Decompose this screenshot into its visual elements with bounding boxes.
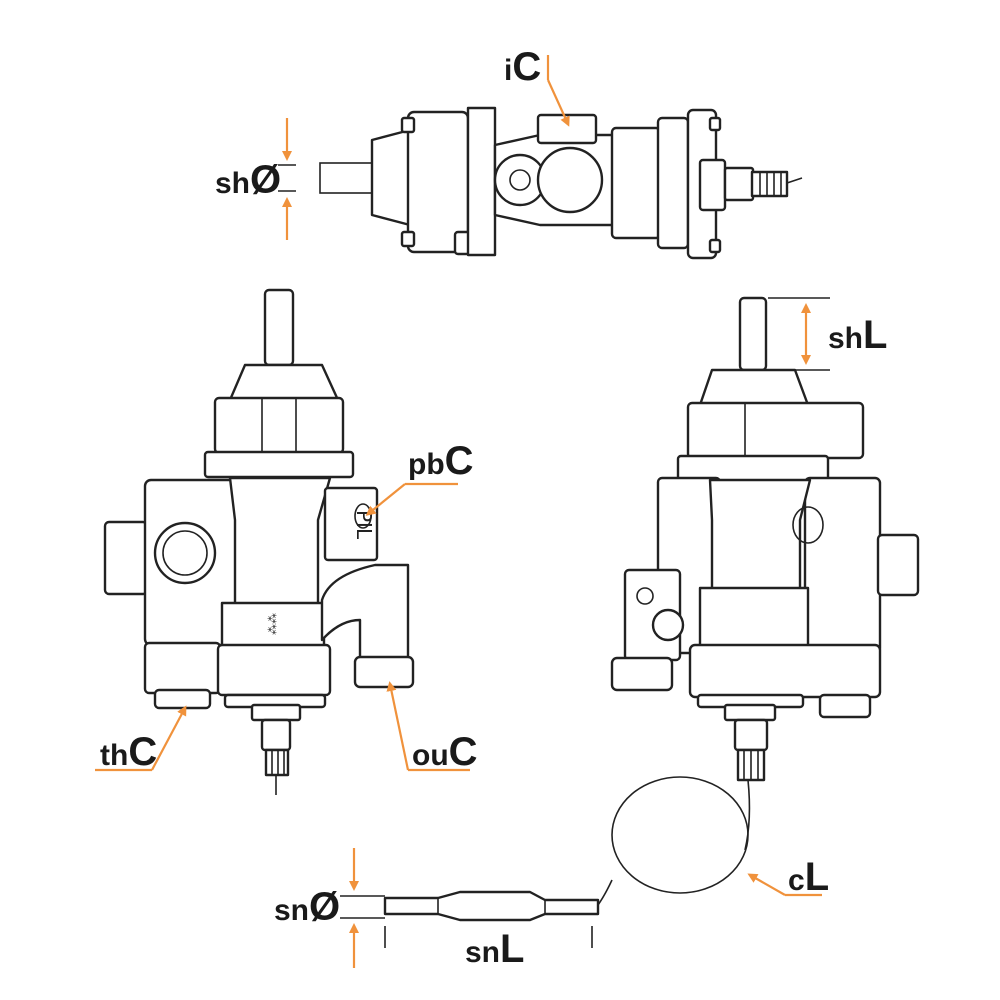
capillary-length-callout: cL — [747, 855, 829, 899]
front-view-outlet-elbow — [320, 563, 410, 662]
outlet-nut — [353, 655, 415, 689]
capillary-length-label: cL — [788, 855, 829, 899]
outlet-connection-label: ouC — [412, 730, 478, 774]
svg-text:⁂⁂: ⁂⁂ — [266, 613, 279, 635]
top-view-inlet-boss — [536, 113, 598, 145]
side-view-valve — [610, 296, 920, 782]
sensor-length-dimension: snL — [384, 926, 593, 971]
side-view-shaft — [738, 296, 768, 372]
side-view-mid-band — [698, 586, 810, 650]
capillary-and-sensor — [383, 776, 751, 922]
sensor-bulb — [383, 890, 600, 922]
front-view-shaft — [263, 288, 295, 367]
sensor-length-label: snL — [465, 927, 524, 971]
pilot-boss — [323, 486, 379, 562]
shaft-diameter-label: shØ — [215, 158, 281, 202]
inlet-connection-callout: iC — [504, 45, 570, 127]
top-view-valve — [319, 106, 803, 260]
top-view-left-cap — [370, 128, 412, 227]
shaft-length-label: shL — [828, 313, 887, 357]
thermocouple-connection-label: thC — [100, 730, 157, 774]
top-view-shaft — [319, 162, 373, 194]
pilot-burner-connection-label: pbC — [408, 439, 474, 483]
shaft-length-dimension: shL — [768, 297, 887, 371]
capillary-coil — [611, 776, 749, 894]
sensor-diameter-label: snØ — [274, 885, 340, 929]
side-view-top-cap — [698, 368, 810, 407]
outlet-connection-callout: ouC — [386, 681, 478, 774]
shaft-diameter-dimension: shØ — [215, 118, 296, 240]
side-view-right-housing — [803, 476, 882, 655]
front-view-valve: ⁂⁂ PIL — [103, 288, 415, 795]
sensor-diameter-dimension: snØ — [274, 848, 385, 968]
thermocouple-connection-callout: thC — [95, 705, 187, 774]
pilot-burner-connection-callout: pbC — [365, 439, 474, 516]
inlet-connection-label: iC — [504, 45, 541, 89]
front-view-mid-band — [220, 601, 326, 650]
front-view-top-cap — [228, 363, 340, 402]
